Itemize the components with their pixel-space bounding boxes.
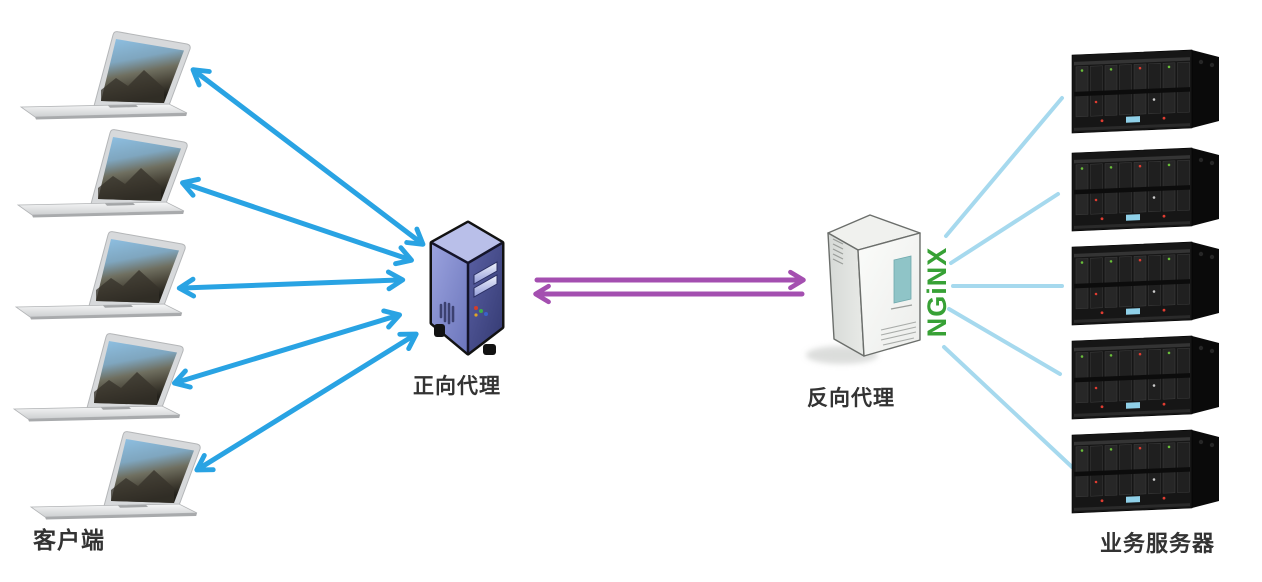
rack-server-icon: [1071, 335, 1220, 420]
client-proxy-arrows: [171, 67, 426, 473]
tower-server-icon: [432, 223, 502, 355]
reverse-proxy-label: 反向代理: [807, 387, 895, 410]
rack-server-icon: [1071, 241, 1220, 326]
proxy-backend-lines: [942, 96, 1074, 469]
laptop-icon: [30, 431, 201, 520]
backend-servers-label: 业务服务器: [1100, 531, 1216, 556]
nginx-tower-icon: [806, 215, 920, 364]
laptop-icon: [20, 31, 191, 121]
laptop-icon: [13, 333, 184, 422]
forward-proxy-label: 正向代理: [413, 375, 501, 398]
laptop-icon: [15, 231, 186, 320]
rack-server-icon: [1071, 49, 1220, 134]
nginx-logo-text: NGiNX: [922, 246, 952, 338]
rack-server-icon: [1071, 147, 1220, 232]
proxy-to-proxy-arrows: [533, 269, 806, 305]
laptop-icon: [17, 129, 188, 218]
rack-server-icon: [1071, 429, 1220, 514]
clients-label: 客户端: [33, 527, 105, 553]
